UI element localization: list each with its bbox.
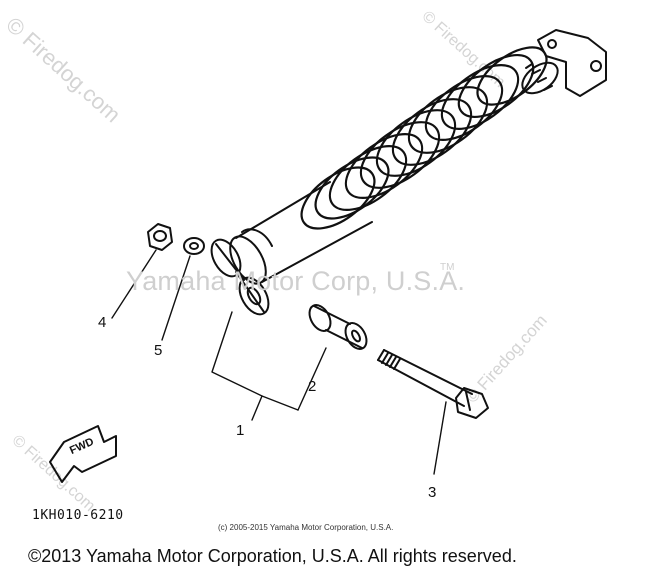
spring-adjuster-ring — [521, 61, 559, 95]
callout-part-4: 4 — [98, 314, 107, 331]
fwd-arrow — [49, 425, 117, 483]
callout-part-3: 3 — [428, 484, 437, 501]
bushing-part-2 — [308, 304, 368, 350]
shock-cylinder — [229, 181, 373, 285]
nut-part-4 — [147, 223, 173, 251]
callout-part-5: 5 — [154, 342, 163, 359]
leader-part-5 — [161, 255, 191, 341]
small-copyright: (c) 2005-2015 Yamaha Motor Corporation, … — [218, 523, 394, 532]
watermark-trademark: TM — [440, 262, 455, 273]
footer-copyright: ©2013 Yamaha Motor Corporation, U.S.A. A… — [28, 546, 517, 566]
collar-part-1 — [210, 238, 270, 316]
leader-part-3 — [433, 401, 447, 475]
leader-part-4 — [111, 249, 157, 319]
washer-part-5 — [183, 237, 205, 255]
leader-part-2 — [297, 347, 327, 411]
bolt-part-3 — [377, 349, 489, 419]
leader-part-1-tail — [251, 395, 263, 421]
upper-mount-clevis — [537, 29, 607, 97]
leader-part-1 — [211, 311, 299, 411]
watermark-center: Yamaha Motor Corp, U.S.A. — [126, 266, 466, 296]
callout-part-1: 1 — [236, 422, 245, 439]
callout-part-2: 2 — [308, 378, 317, 395]
diagram-code: 1KH010-6210 — [32, 508, 124, 523]
leader-lines — [111, 249, 447, 475]
coil-spring — [300, 46, 548, 230]
